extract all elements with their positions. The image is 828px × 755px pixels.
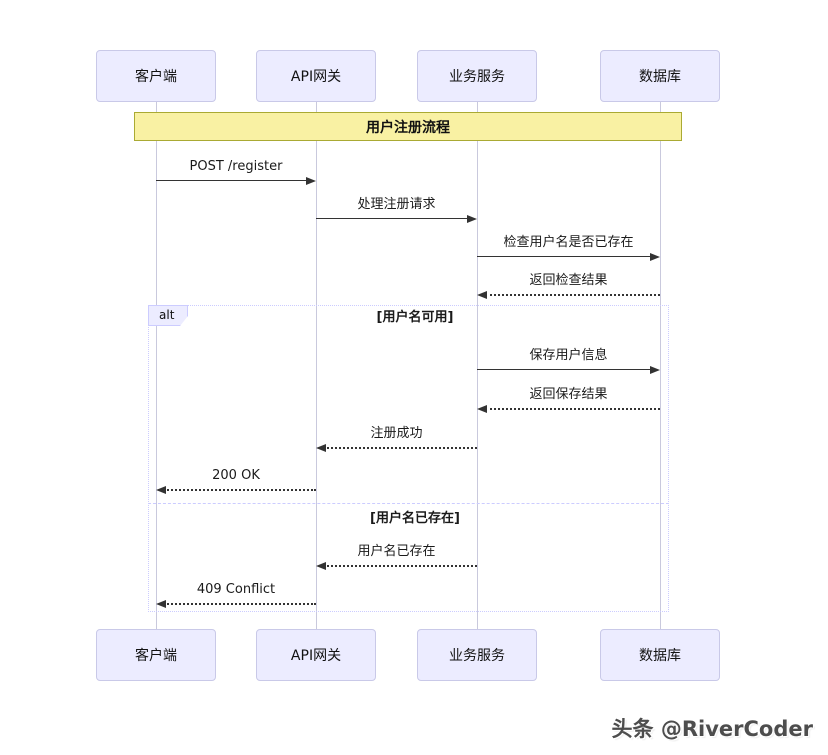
message-line bbox=[477, 369, 652, 370]
alt-frame bbox=[148, 305, 669, 612]
participant-top-service: 业务服务 bbox=[417, 50, 537, 102]
participant-label: 数据库 bbox=[639, 648, 681, 664]
lifeline-service bbox=[477, 102, 478, 629]
alt-condition-1: [用户名已存在] bbox=[370, 511, 460, 526]
arrowhead-icon bbox=[156, 599, 166, 608]
message-label: 409 Conflict bbox=[196, 582, 276, 597]
arrowhead-icon bbox=[650, 365, 660, 374]
participant-top-db: 数据库 bbox=[600, 50, 720, 102]
message-line bbox=[485, 408, 660, 410]
participant-bottom-db: 数据库 bbox=[600, 629, 720, 681]
participant-label: 业务服务 bbox=[449, 69, 505, 85]
arrowhead-icon bbox=[316, 443, 326, 452]
participant-label: 数据库 bbox=[639, 69, 681, 85]
message-label: POST /register bbox=[189, 159, 283, 174]
message-label: 处理注册请求 bbox=[357, 197, 436, 212]
message-line bbox=[164, 489, 316, 491]
arrowhead-icon bbox=[477, 290, 487, 299]
participant-label: API网关 bbox=[290, 69, 342, 85]
participant-bottom-client: 客户端 bbox=[96, 629, 216, 681]
participant-bottom-service: 业务服务 bbox=[417, 629, 537, 681]
lifeline-gateway bbox=[316, 102, 317, 629]
message-line bbox=[324, 447, 477, 449]
message-line bbox=[324, 565, 477, 567]
arrowhead-icon bbox=[156, 485, 166, 494]
arrowhead-icon bbox=[477, 404, 487, 413]
arrowhead-icon bbox=[650, 252, 660, 261]
lifeline-db bbox=[660, 102, 661, 629]
alt-condition-0: [用户名可用] bbox=[376, 310, 454, 325]
message-label: 用户名已存在 bbox=[357, 544, 436, 559]
message-label: 返回保存结果 bbox=[529, 387, 608, 402]
participant-top-client: 客户端 bbox=[96, 50, 216, 102]
arrowhead-icon bbox=[306, 176, 316, 185]
participant-top-gateway: API网关 bbox=[256, 50, 376, 102]
message-line bbox=[477, 256, 652, 257]
message-label: 保存用户信息 bbox=[529, 348, 608, 363]
watermark-text: 头条 @RiverCoder bbox=[611, 717, 813, 741]
message-line bbox=[485, 294, 660, 296]
message-line bbox=[316, 218, 469, 219]
arrowhead-icon bbox=[467, 214, 477, 223]
arrowhead-icon bbox=[316, 561, 326, 570]
participant-bottom-gateway: API网关 bbox=[256, 629, 376, 681]
message-line bbox=[156, 180, 308, 181]
alt-label: alt bbox=[148, 305, 188, 326]
message-line bbox=[164, 603, 316, 605]
message-label: 200 OK bbox=[212, 468, 260, 483]
participant-label: 客户端 bbox=[135, 69, 177, 85]
message-label: 注册成功 bbox=[370, 426, 423, 441]
message-label: 返回检查结果 bbox=[529, 273, 608, 288]
message-label: 检查用户名是否已存在 bbox=[503, 235, 634, 250]
participant-label: API网关 bbox=[290, 648, 342, 664]
participant-label: 客户端 bbox=[135, 648, 177, 664]
alt-divider bbox=[148, 503, 669, 504]
diagram-title: 用户注册流程 bbox=[134, 112, 682, 141]
participant-label: 业务服务 bbox=[449, 648, 505, 664]
lifeline-client bbox=[156, 102, 157, 629]
